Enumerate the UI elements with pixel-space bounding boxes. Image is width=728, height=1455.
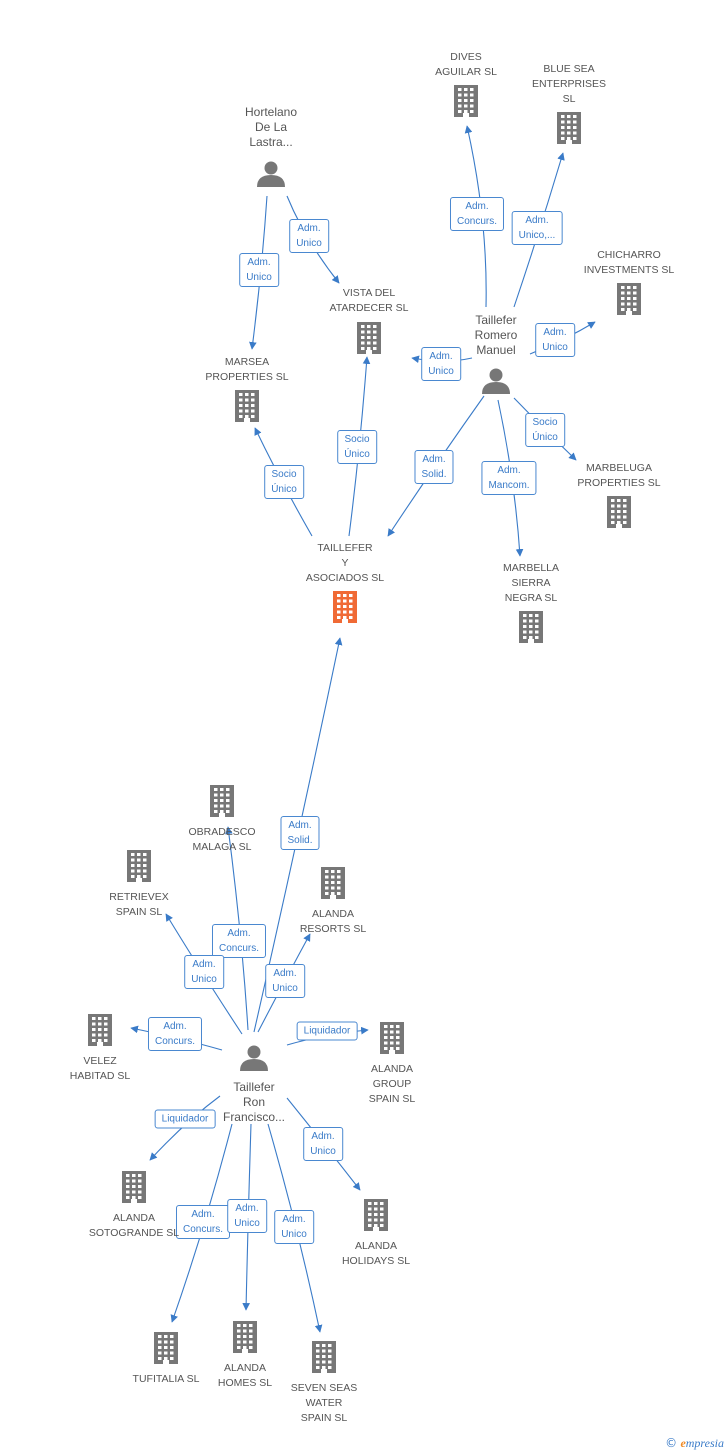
company-name-label[interactable]: VELEZ HABITAD SL bbox=[69, 1055, 131, 1082]
company-building-icon[interactable] bbox=[235, 390, 259, 422]
company-building-icon[interactable] bbox=[154, 1332, 178, 1364]
company-name-label[interactable]: BLUE SEA ENTERPRISES SL bbox=[531, 63, 607, 105]
company-building-icon[interactable] bbox=[233, 1321, 257, 1353]
company-building-icon[interactable] bbox=[617, 283, 641, 315]
edge-role-label[interactable]: Adm. Concurs. bbox=[449, 197, 505, 231]
company-building-icon[interactable] bbox=[127, 850, 151, 882]
company-building-icon[interactable] bbox=[364, 1199, 388, 1231]
edge-role-label[interactable]: Adm. Unico bbox=[303, 1127, 343, 1161]
edge-role-label[interactable]: Socio Único bbox=[264, 465, 304, 499]
company-name-label[interactable]: CHICHARRO INVESTMENTS SL bbox=[583, 249, 675, 276]
edge-role-label[interactable]: Socio Único bbox=[337, 430, 377, 464]
company-building-icon[interactable] bbox=[454, 85, 478, 117]
person-name-label[interactable]: Taillefer Romero Manuel bbox=[474, 313, 518, 357]
company-name-label[interactable]: TUFITALIA SL bbox=[132, 1373, 200, 1385]
company-building-icon[interactable] bbox=[210, 785, 234, 817]
company-name-label[interactable]: SEVEN SEAS WATER SPAIN SL bbox=[290, 1382, 358, 1424]
empresia-footer: © empresia bbox=[665, 1436, 724, 1451]
company-name-label[interactable]: OBRADESCO MALAGA SL bbox=[188, 826, 256, 853]
company-building-icon[interactable] bbox=[557, 112, 581, 144]
empresia-logo: empresia bbox=[680, 1436, 724, 1450]
edge-role-label[interactable]: Adm. Unico bbox=[421, 347, 461, 381]
company-name-label[interactable]: ALANDA HOLIDAYS SL bbox=[341, 1240, 411, 1267]
company-name-label[interactable]: MARBELLA SIERRA NEGRA SL bbox=[502, 562, 560, 604]
edge-role-label[interactable]: Socio Único bbox=[525, 413, 565, 447]
company-building-icon[interactable] bbox=[357, 322, 381, 354]
edge-role-label[interactable]: Adm. Mancom. bbox=[481, 461, 537, 495]
person-icon[interactable] bbox=[257, 161, 285, 188]
company-name-label[interactable]: TAILLEFER Y ASOCIADOS SL bbox=[305, 542, 385, 584]
person-name-label[interactable]: Hortelano De La Lastra... bbox=[244, 105, 298, 149]
edge-role-label[interactable]: Adm. Unico,... bbox=[511, 211, 563, 245]
company-name-label[interactable]: MARSEA PROPERTIES SL bbox=[205, 356, 289, 383]
company-building-icon[interactable] bbox=[333, 591, 357, 623]
edge-role-label[interactable]: Adm. Unico bbox=[184, 955, 224, 989]
company-name-label[interactable]: ALANDA RESORTS SL bbox=[299, 908, 367, 935]
edge-role-label[interactable]: Liquidador bbox=[154, 1109, 216, 1129]
company-building-icon[interactable] bbox=[88, 1014, 112, 1046]
edge-role-label[interactable]: Liquidador bbox=[296, 1021, 358, 1041]
person-icon[interactable] bbox=[240, 1045, 268, 1072]
edge-role-label[interactable]: Adm. Unico bbox=[227, 1199, 267, 1233]
edge-role-label[interactable]: Adm. Unico bbox=[535, 323, 575, 357]
edge-role-label[interactable]: Adm. Concurs. bbox=[175, 1205, 231, 1239]
company-building-icon[interactable] bbox=[607, 496, 631, 528]
edge-role-label[interactable]: Adm. Unico bbox=[265, 964, 305, 998]
edge-role-label[interactable]: Adm. Unico bbox=[274, 1210, 314, 1244]
company-building-icon[interactable] bbox=[380, 1022, 404, 1054]
company-building-icon[interactable] bbox=[122, 1171, 146, 1203]
company-name-label[interactable]: ALANDA SOTOGRANDE SL bbox=[88, 1212, 180, 1239]
edge-role-label[interactable]: Adm. Unico bbox=[289, 219, 329, 253]
edge-role-label[interactable]: Adm. Solid. bbox=[280, 816, 320, 850]
company-name-label[interactable]: MARBELUGA PROPERTIES SL bbox=[577, 462, 661, 489]
edge-role-label[interactable]: Adm. Concurs. bbox=[211, 924, 267, 958]
company-name-label[interactable]: DIVES AGUILAR SL bbox=[435, 51, 497, 78]
company-name-label[interactable]: ALANDA GROUP SPAIN SL bbox=[368, 1063, 416, 1105]
company-building-icon[interactable] bbox=[321, 867, 345, 899]
edge-role-label[interactable]: Adm. Unico bbox=[239, 253, 279, 287]
company-name-label[interactable]: ALANDA HOMES SL bbox=[217, 1362, 273, 1389]
company-building-icon[interactable] bbox=[519, 611, 543, 643]
company-building-icon[interactable] bbox=[312, 1341, 336, 1373]
company-name-label[interactable]: RETRIEVEX SPAIN SL bbox=[109, 891, 169, 918]
company-name-label[interactable]: VISTA DEL ATARDECER SL bbox=[329, 287, 409, 314]
edge-role-label[interactable]: Adm. Solid. bbox=[414, 450, 454, 484]
person-icon[interactable] bbox=[482, 368, 510, 395]
copyright-symbol: © bbox=[665, 1436, 678, 1450]
edge-role-label[interactable]: Adm. Concurs. bbox=[147, 1017, 203, 1051]
person-name-label[interactable]: Taillefer Ron Francisco... bbox=[222, 1080, 285, 1124]
